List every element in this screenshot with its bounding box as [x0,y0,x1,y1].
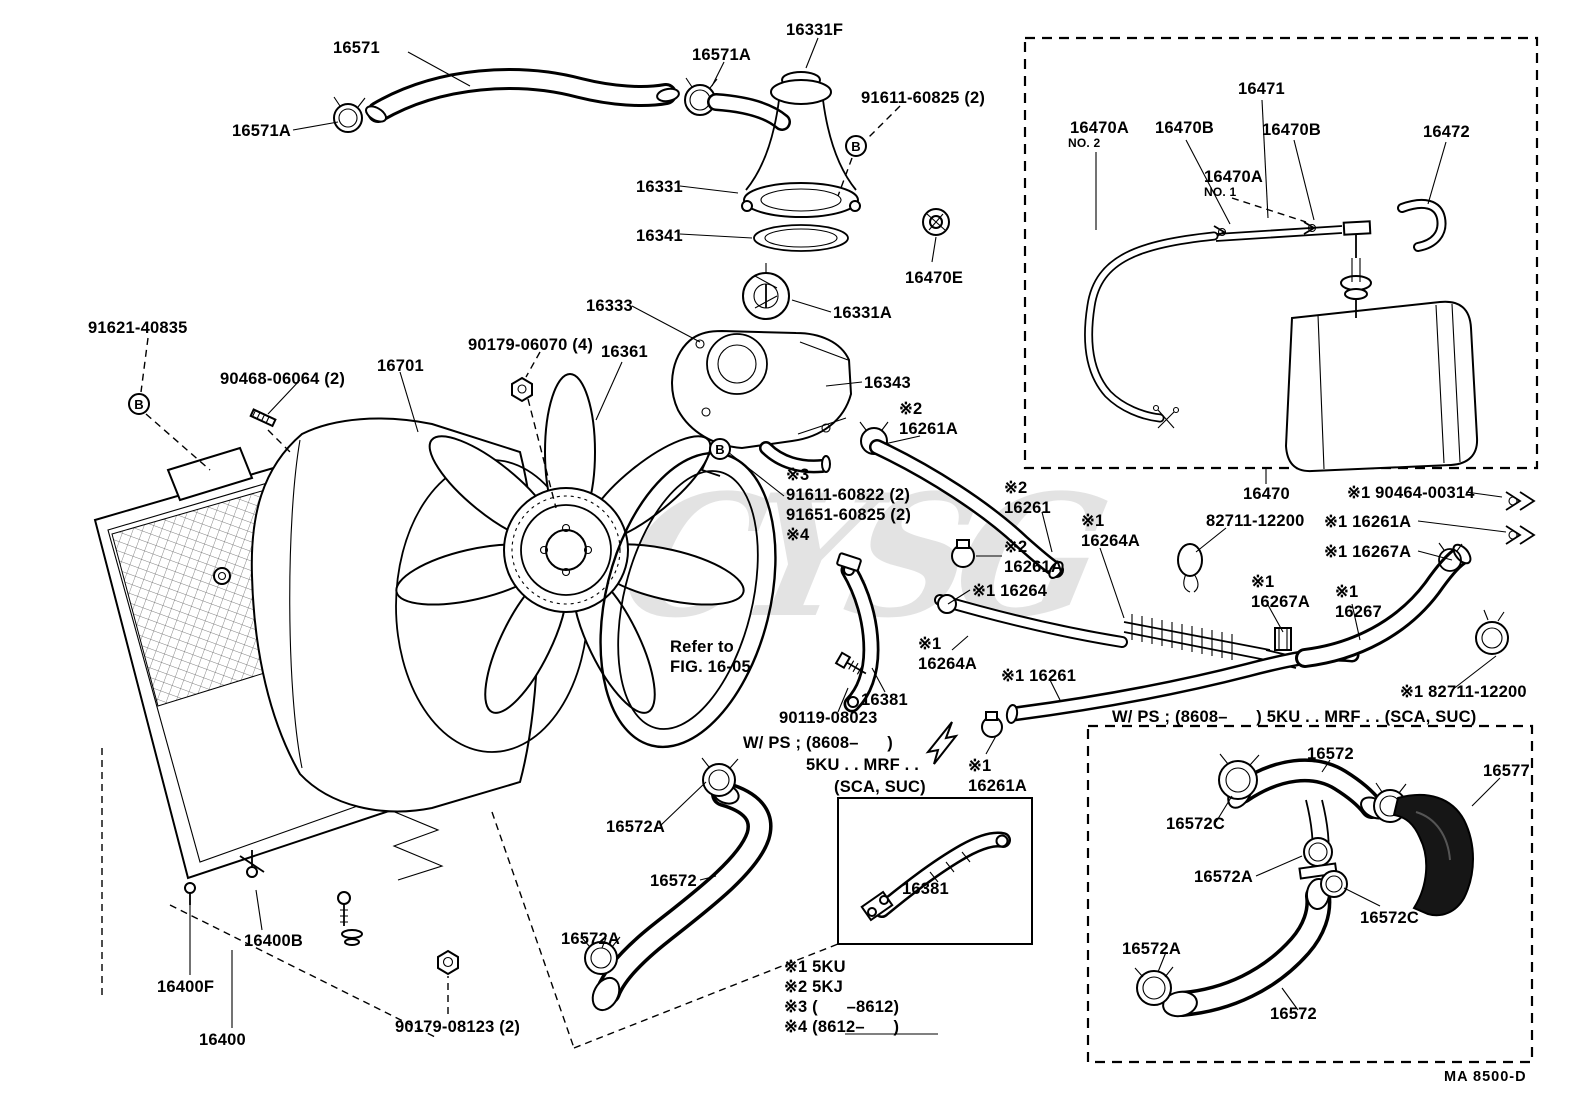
elbow-hose-16577 [1392,794,1474,917]
reservoir-pipe-16470b [1215,225,1343,242]
hose-clamp-16572a-mid [1303,837,1333,867]
hose-clamp-16572c-lower [1320,870,1348,898]
hose-clamp-16572a-lower [1136,970,1172,1006]
leader-lines [101,37,1507,1049]
cut-mark-scissors-icon [1157,409,1175,429]
reservoir-inset-box [1023,36,1539,470]
bracket-inset-box [837,797,1033,945]
bracket-16381 [834,552,880,713]
hose-clamp-16572c-left [1218,760,1258,800]
ps-hoses-inset [1134,753,1474,1018]
joint-16470 [1342,220,1372,236]
nut-90179-06070 [511,376,533,403]
reservoir-tank [1284,300,1479,473]
hose-clamp-16572a-bottom [584,941,618,975]
pointer-arrow-icon [925,721,959,765]
bracket-16381-inset [860,831,1011,922]
cooling-fan [395,373,745,714]
grommet-16470e [922,208,950,236]
hose-clamp-82711 [1475,621,1509,655]
hose-clamp-16571a-left [333,103,363,133]
bolt-90119 [834,651,867,675]
ps-hoses-inset-box [1086,724,1534,1064]
water-outlet-thermostat [671,71,861,477]
upper-radiator-hose [333,68,791,133]
drain-plug [184,882,196,894]
drain-cock [246,866,258,878]
hardware-icons [249,376,533,976]
bypass-and-heater-hoses [859,421,1536,738]
gasket-16341 [753,224,849,252]
clip-82711 [1177,543,1203,577]
spring-clamp-90464 [1505,491,1536,511]
reservoir-tank-assembly [1084,198,1479,473]
lower-radiator-hose [581,757,773,1012]
thermostat-housing [671,329,853,450]
hose-clamp-16572a-top [702,763,736,797]
hose-clamp-16264a [937,594,957,614]
clip-90468 [249,408,277,428]
nut-90179-08123 [437,949,459,976]
reservoir-cap [1340,275,1372,291]
